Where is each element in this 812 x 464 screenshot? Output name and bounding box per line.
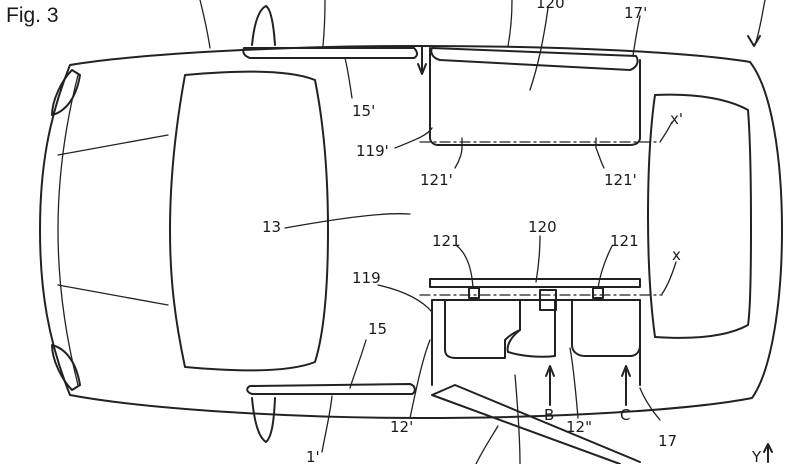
rail-bottom-angled xyxy=(431,384,641,464)
label-17: 17 xyxy=(658,432,677,450)
leader-2-top xyxy=(322,0,326,47)
label-120-top: 120 xyxy=(536,0,565,12)
label-120-bottom: 120 xyxy=(528,218,557,236)
seat-left xyxy=(444,299,521,359)
leader-15 xyxy=(349,339,367,389)
label-C: C xyxy=(620,406,630,424)
leader-bottom-mid2 xyxy=(514,374,521,464)
side-rail-bottom-left xyxy=(246,383,416,395)
arrow-B-head xyxy=(545,365,555,377)
side-rail-top-right xyxy=(430,47,639,71)
hinge-121-left xyxy=(468,287,480,299)
leader-119 xyxy=(377,284,433,313)
rear-window xyxy=(647,93,752,339)
label-121-right: 121 xyxy=(610,232,639,250)
leader-119p xyxy=(394,127,433,149)
figure-title: Fig. 3 xyxy=(6,4,59,27)
leader-120-bot xyxy=(535,235,541,283)
leader-120-top xyxy=(529,7,549,91)
leader-121-right xyxy=(597,245,613,289)
label-1-prime: 1' xyxy=(306,448,320,464)
leader-bottom-mid1 xyxy=(475,425,499,464)
hood-crease-bottom xyxy=(57,284,169,306)
headlight-bottom-left xyxy=(51,344,81,391)
label-Y: Y xyxy=(751,448,762,464)
seat-center xyxy=(506,299,556,358)
leader-3-top xyxy=(507,0,513,47)
arrow-top-right-head xyxy=(747,35,761,47)
label-x-prime: x' xyxy=(670,110,683,128)
y-axis-arrow-head xyxy=(763,443,773,453)
side-rail-top-left xyxy=(242,47,418,59)
leader-13 xyxy=(284,213,411,229)
door-upper xyxy=(429,47,641,146)
leader-1p xyxy=(321,395,333,453)
label-121-left: 121 xyxy=(432,232,461,250)
mirror-top xyxy=(251,5,276,46)
label-119-prime: 119' xyxy=(356,142,389,160)
seat-right xyxy=(571,299,641,357)
label-12-prime: 12' xyxy=(390,418,413,436)
door-lower-panel xyxy=(429,278,641,288)
front-bumper-line xyxy=(57,74,79,386)
car-body-outline xyxy=(39,45,783,419)
label-15-prime: 15' xyxy=(352,102,375,120)
leader-121-left xyxy=(456,245,474,289)
label-15: 15 xyxy=(368,320,387,338)
label-12-double-prime: 12" xyxy=(566,418,592,436)
leader-121p-left xyxy=(454,147,463,169)
headlight-top-left xyxy=(51,69,81,116)
leader-12p xyxy=(409,339,431,419)
label-13: 13 xyxy=(262,218,281,236)
label-119: 119 xyxy=(352,269,381,287)
door-lower-body xyxy=(431,299,641,386)
windshield xyxy=(169,70,329,372)
hood-crease-top xyxy=(57,134,169,156)
leader-xp xyxy=(659,121,673,143)
leader-12pp xyxy=(569,347,579,419)
hinge-121-right xyxy=(592,287,604,299)
leader-121p-right xyxy=(595,147,605,169)
label-B: B xyxy=(544,406,554,424)
label-x: x xyxy=(672,246,681,264)
leader-17p xyxy=(632,15,641,57)
leader-15p xyxy=(344,57,353,99)
label-121-prime-left: 121' xyxy=(420,171,453,189)
divider-arrow-head xyxy=(417,63,427,75)
leader-top-right xyxy=(754,0,766,46)
leader-17 xyxy=(639,387,661,421)
leader-1-top xyxy=(199,0,211,49)
label-121-prime-right: 121' xyxy=(604,171,637,189)
seat-connector xyxy=(539,289,557,311)
arrow-C-head xyxy=(621,365,631,377)
mirror-bottom xyxy=(251,397,276,443)
leader-x xyxy=(661,261,677,295)
label-17-prime: 17' xyxy=(624,4,647,22)
